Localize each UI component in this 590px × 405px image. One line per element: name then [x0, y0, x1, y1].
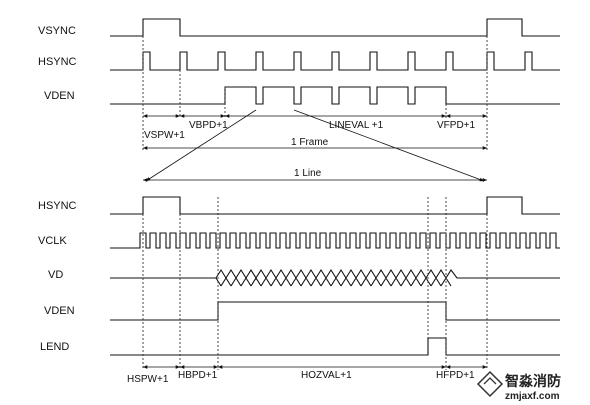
watermark-url: zmjaxf.com — [505, 391, 560, 402]
vbpd-label: VBPD+1 — [189, 120, 228, 131]
frame-marker-lines — [142, 36, 488, 150]
lend-label: LEND — [40, 341, 69, 353]
hspw-label: HSPW+1 — [127, 374, 169, 385]
vsync-waveform — [110, 18, 560, 37]
watermark-logo-icon — [476, 370, 504, 398]
vclk-label: VCLK — [38, 235, 67, 247]
vd-waveform — [110, 268, 560, 287]
zoom-lines — [145, 109, 485, 182]
line-span-label: 1 Line — [294, 168, 322, 179]
vsync-label: VSYNC — [38, 25, 76, 37]
hsync-line-waveform — [110, 196, 560, 215]
hsync-frame-label: HSYNC — [38, 56, 77, 68]
lineval-label: LINEVAL +1 — [329, 120, 384, 131]
watermark-text-cn: 智淼消防 — [504, 373, 561, 390]
vden-frame-label: VDEN — [44, 90, 75, 102]
hsync-frame-waveform — [110, 51, 560, 71]
hfpd-label: HFPD+1 — [436, 370, 475, 381]
vden-line-label: VDEN — [44, 305, 75, 317]
hsync-line-label: HSYNC — [38, 200, 77, 212]
frame-span-label: 1 Frame — [291, 137, 329, 148]
vden-line-waveform — [110, 301, 560, 321]
vclk-waveform — [110, 232, 560, 249]
hozval-label: HOZVAL+1 — [301, 370, 352, 381]
lend-waveform — [110, 337, 560, 356]
line-marker-lines — [142, 197, 488, 370]
hbpd-label: HBPD+1 — [178, 370, 218, 381]
vd-label: VD — [48, 269, 63, 281]
vfpd-label: VFPD+1 — [437, 120, 476, 131]
watermark: 智淼消防 zmjaxf.com — [476, 370, 561, 402]
frame-interval-arrows — [143, 114, 487, 150]
vspw-label: VSPW+1 — [144, 130, 185, 141]
vden-frame-waveform — [110, 86, 560, 105]
